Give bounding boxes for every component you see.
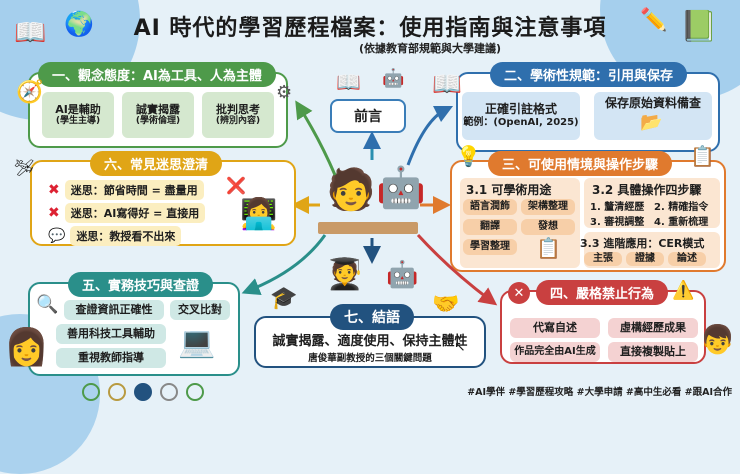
forbidden-chip: 直接複製貼上 xyxy=(608,342,698,362)
student-icon: 🧑 xyxy=(326,167,376,213)
step-item: 4. 重新梳理 xyxy=(654,217,709,228)
clipboard-icon: 📋 xyxy=(690,144,715,168)
section1-item: AI是輔助(學生主導) xyxy=(42,92,114,138)
pencil-icon: ✏️ xyxy=(640,8,668,33)
cer-chip: 主張 xyxy=(584,252,622,266)
myth-item: 💬 迷思：教授看不出來 xyxy=(48,226,182,246)
seal-icon xyxy=(134,383,152,401)
section2-item: 保存原始資料備查 xyxy=(594,92,712,140)
seal-icon xyxy=(108,383,126,401)
step-item: 1. 釐清經歷 xyxy=(590,202,645,213)
sub3-title: 3.3 進階應用：CER模式 xyxy=(580,237,705,250)
x-icon: ✖ xyxy=(48,182,60,198)
practice-chip: 重視教師指導 xyxy=(56,348,166,368)
lightbulb-icon: 💡 xyxy=(456,144,481,168)
conclusion-sub: 唐俊華副教授的三個關鍵問題 xyxy=(308,353,432,364)
section7-header: 七、結語 xyxy=(330,304,414,330)
usage-chip: 架構整理 xyxy=(521,199,575,215)
page-subtitle: (依據教育部規範與大學建議) xyxy=(358,42,502,55)
sub2-title: 3.2 具體操作四步驟 xyxy=(592,183,702,197)
notebook-icon: 📗 xyxy=(680,9,718,44)
myth-item: ✖ 迷思：節省時間 = 盡量用 xyxy=(48,180,204,200)
section1-item: 誠實揭露(學術倫理) xyxy=(122,92,194,138)
step-item: 3. 審視調整 xyxy=(590,217,645,228)
globe-icon: 🌍 xyxy=(64,10,94,38)
usage-chip: 學習整理 xyxy=(463,239,517,255)
paper-plane-icon: 🛩 xyxy=(14,158,35,177)
usage-chip: 發想 xyxy=(521,219,575,235)
practice-chip: 交叉比對 xyxy=(170,300,230,320)
desk xyxy=(318,222,418,234)
step-item: 2. 精確指令 xyxy=(654,202,709,213)
page-title: AI 時代的學習歷程檔案：使用指南與注意事項 xyxy=(133,16,607,41)
seal-icon xyxy=(160,383,178,401)
seal-icon xyxy=(82,383,100,401)
clipboard-check-icon: 📋 xyxy=(536,236,561,260)
section2-header: 二、學術性規範：引用與保存 xyxy=(490,62,688,87)
open-book-icon: 📖 xyxy=(14,18,47,48)
usage-chip: 語言潤飾 xyxy=(463,199,517,215)
robot-icon: 🤖 xyxy=(386,260,419,290)
robot-icon: 🤖 xyxy=(376,165,426,211)
usage-chip: 翻譯 xyxy=(463,219,517,235)
section1-header: 一、觀念態度：AI為工具、人為主體 xyxy=(38,62,276,87)
boy-writing-icon: 👦 xyxy=(700,323,735,356)
cursor-icon: ↖ xyxy=(454,339,466,355)
conclusion-main: 誠實揭露、適度使用、保持主體性 xyxy=(272,334,468,349)
forbidden-chip: 代寫自述 xyxy=(510,318,600,338)
sub1-title: 3.1 可學術用途 xyxy=(466,183,552,197)
warning-icon: ⚠️ xyxy=(672,280,695,301)
speech-bubble-icon: 💬 xyxy=(48,228,66,244)
cer-chip: 證據 xyxy=(626,252,664,266)
cer-chip: 論述 xyxy=(668,252,706,266)
section2-item: 正確引註格式範例：(OpenAI, 2025) xyxy=(462,92,580,140)
section3-sub2 xyxy=(584,178,720,228)
gears-icon: ⚙ xyxy=(276,82,293,103)
hashtags: #AI學伴 #學習歷程攻略 #大學申請 #高中生必看 #跟AI合作 xyxy=(467,387,732,398)
myth-item: ✖ 迷思：AI寫得好 = 直接用 xyxy=(48,203,206,223)
practice-chip: 善用科技工具輔助 xyxy=(56,324,166,344)
compass-icon: 🧭 xyxy=(16,80,44,105)
section1-item: 批判思考(辨別內容) xyxy=(202,92,274,138)
practice-chip: 查證資訊正確性 xyxy=(64,300,164,320)
x-circle-icon: ✕ xyxy=(508,282,530,304)
section6-header: 六、常見迷思澄清 xyxy=(90,151,223,176)
section3-header: 三、可使用情境與操作步驟 xyxy=(488,151,673,176)
x-icon: ✖ xyxy=(48,205,60,221)
connector-arrows xyxy=(241,100,498,306)
intro-box: 前言 xyxy=(330,99,406,133)
forbidden-chip: 作品完全由AI生成 xyxy=(510,342,600,362)
graduates-icon: 🎓 xyxy=(270,286,298,311)
handshake-icon: 🤝 xyxy=(432,292,460,317)
seal-icon xyxy=(186,383,204,401)
laptop-search-icon: 💻 xyxy=(178,325,216,360)
graduate-icon: 🧑‍🎓 xyxy=(326,257,364,292)
folder-icon: 📂 xyxy=(640,112,663,133)
section4-header: 四、嚴格禁止行為 xyxy=(536,280,669,305)
magnifier-icon: 🔍 xyxy=(36,294,59,315)
thought-x-icon: ❌ xyxy=(226,176,246,195)
book-icon: 📖 xyxy=(432,70,462,98)
forbidden-chip: 虛構經歷成果 xyxy=(608,318,698,338)
book-icon: 📖 xyxy=(336,70,361,94)
girl-laptop-icon: 👩‍💻 xyxy=(240,197,278,232)
robot-icon: 🤖 xyxy=(382,68,405,89)
girl-tablet-icon: 👩 xyxy=(4,327,49,368)
section5-header: 五、實務技巧與查證 xyxy=(68,272,214,297)
